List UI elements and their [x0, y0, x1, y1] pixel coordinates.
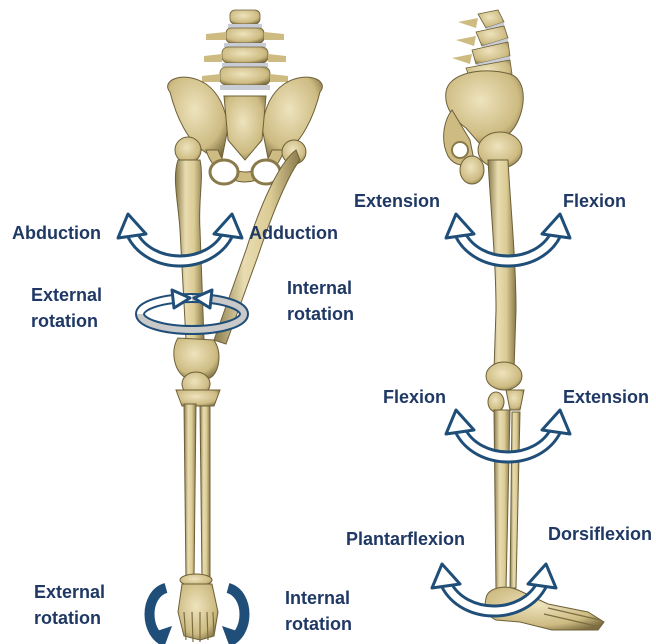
label-hip-external-rotation-line1: External [31, 282, 102, 308]
label-ankle-internal-rotation: Internal rotation [285, 585, 352, 637]
side-lower-leg [488, 390, 524, 590]
label-hip-extension: Extension [354, 189, 440, 213]
ankle-external-rotation-arrow [150, 588, 173, 642]
front-lumbar-spine [202, 10, 288, 90]
label-hip-abduction: Abduction [12, 221, 101, 245]
label-hip-external-rotation-line2: rotation [31, 308, 102, 334]
label-knee-flexion: Flexion [383, 385, 446, 409]
label-ankle-plantarflexion: Plantarflexion [346, 527, 465, 551]
label-ankle-external-rotation: External rotation [34, 579, 105, 631]
label-ankle-internal-rotation-line1: Internal [285, 585, 352, 611]
side-femur [486, 160, 522, 390]
label-hip-internal-rotation-line1: Internal [287, 275, 354, 301]
label-hip-internal-rotation: Internal rotation [287, 275, 354, 327]
label-hip-internal-rotation-line2: rotation [287, 301, 354, 327]
label-ankle-external-rotation-line1: External [34, 579, 105, 605]
label-hip-external-rotation: External rotation [31, 282, 102, 334]
label-hip-adduction: Adduction [249, 221, 338, 245]
front-lower-legs [176, 372, 220, 642]
label-knee-extension: Extension [563, 385, 649, 409]
label-ankle-external-rotation-line2: rotation [34, 605, 105, 631]
label-ankle-internal-rotation-line2: rotation [285, 611, 352, 637]
label-hip-flexion: Flexion [563, 189, 626, 213]
ankle-internal-rotation-arrow [222, 588, 245, 642]
label-ankle-dorsiflexion: Dorsiflexion [548, 522, 652, 546]
side-pelvis [444, 71, 524, 184]
